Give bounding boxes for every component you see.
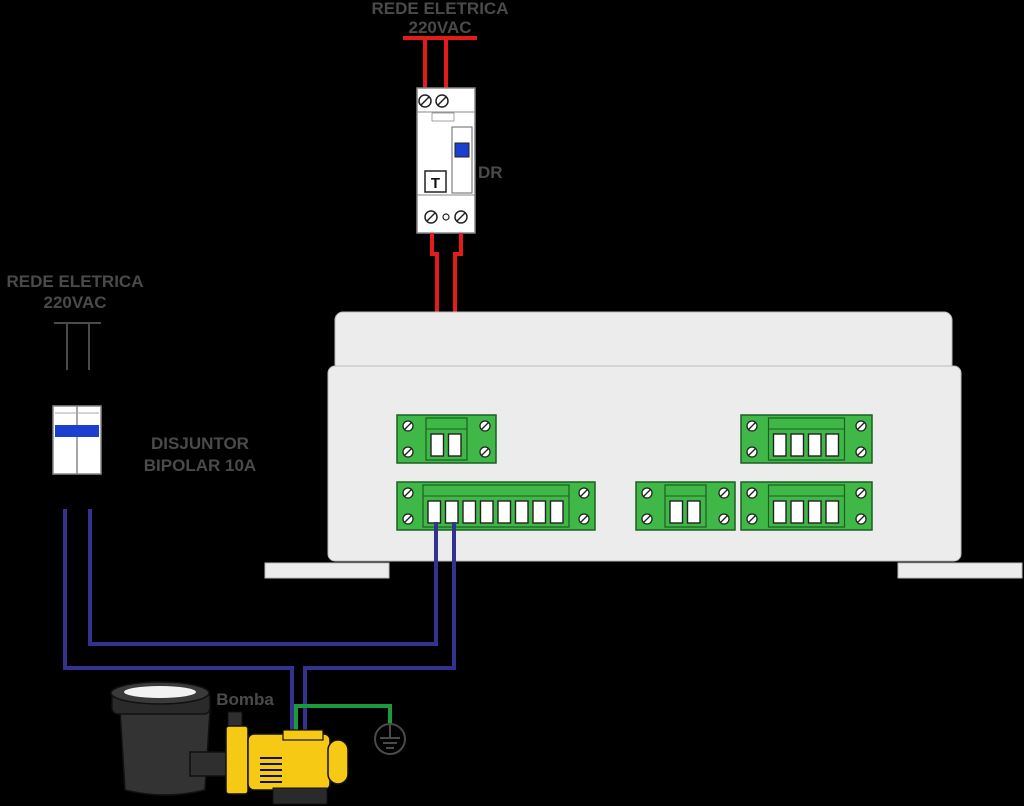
dr-label: DR bbox=[478, 163, 503, 182]
terminal-pin-socket bbox=[790, 500, 805, 524]
terminal-block-top-right bbox=[740, 414, 873, 464]
terminal-pin-socket bbox=[807, 500, 822, 524]
terminal-pin-socket bbox=[497, 500, 512, 524]
terminal-screw-icon bbox=[479, 446, 491, 458]
terminal-pin-socket bbox=[430, 433, 445, 457]
terminal-block-middle bbox=[635, 481, 736, 531]
terminal-screw-icon bbox=[402, 487, 414, 499]
terminal-block-outputs bbox=[396, 481, 596, 531]
terminal-screw-icon bbox=[718, 487, 730, 499]
mounting-foot-left bbox=[264, 562, 390, 579]
terminal-pin-socket bbox=[669, 500, 684, 524]
ground-wire bbox=[294, 704, 392, 735]
terminal-pin-socket bbox=[532, 500, 547, 524]
terminal-pin-socket bbox=[479, 500, 494, 524]
terminal-pin-socket bbox=[825, 433, 840, 457]
terminal-screw-icon bbox=[855, 446, 867, 458]
breaker-label-line2: BIPOLAR 10A bbox=[144, 456, 256, 475]
terminal-screw-icon bbox=[402, 446, 414, 458]
terminal-pin-socket bbox=[462, 500, 477, 524]
bipolar-breaker bbox=[52, 405, 102, 475]
terminal-screw-icon bbox=[746, 446, 758, 458]
terminal-screw-icon bbox=[479, 420, 491, 432]
terminal-screw-icon bbox=[855, 487, 867, 499]
terminal-pin-socket bbox=[807, 433, 822, 457]
terminal-pin-socket bbox=[772, 500, 787, 524]
terminal-screw-icon bbox=[746, 487, 758, 499]
terminal-block-bottom-right bbox=[740, 481, 873, 531]
controller-enclosure bbox=[264, 311, 1023, 579]
terminal-screw-icon bbox=[746, 513, 758, 525]
terminal-pin-socket bbox=[790, 433, 805, 457]
terminal-screw-icon bbox=[855, 420, 867, 432]
left-mains-connector-symbol bbox=[54, 322, 101, 370]
terminal-pin-socket bbox=[686, 500, 701, 524]
terminal-screw-icon bbox=[402, 420, 414, 432]
blue-wires bbox=[63, 509, 456, 735]
terminal-block-power-input bbox=[396, 414, 497, 464]
dr-test-button bbox=[424, 170, 447, 193]
terminal-pin-socket bbox=[514, 500, 529, 524]
terminal-pin-socket bbox=[447, 433, 462, 457]
red-wires-mains-to-dr bbox=[423, 38, 448, 92]
dr-device: T bbox=[416, 87, 476, 234]
terminal-pin-socket bbox=[444, 500, 459, 524]
top-mains-label-line1: REDE ELETRICA bbox=[372, 0, 509, 18]
terminal-screw-icon bbox=[578, 487, 590, 499]
terminal-screw-icon bbox=[718, 513, 730, 525]
terminal-screw-icon bbox=[641, 487, 653, 499]
terminal-screw-icon bbox=[746, 420, 758, 432]
dr-lever bbox=[454, 142, 470, 158]
terminal-screw-icon bbox=[578, 513, 590, 525]
terminal-screw-icon bbox=[641, 513, 653, 525]
breaker-lever bbox=[55, 425, 99, 437]
breaker-label-line1: DISJUNTOR bbox=[151, 434, 249, 453]
dr-test-button-label: T bbox=[431, 175, 440, 192]
terminal-pin-socket bbox=[549, 500, 564, 524]
ground-symbol-icon bbox=[374, 723, 406, 755]
terminal-pin-socket bbox=[772, 433, 787, 457]
top-mains-label-line2: 220VAC bbox=[409, 18, 472, 37]
pump-icon bbox=[110, 681, 349, 805]
left-mains-label-line1: REDE ELETRICA bbox=[7, 272, 144, 291]
mounting-foot-right bbox=[897, 562, 1023, 579]
terminal-screw-icon bbox=[855, 513, 867, 525]
terminal-screw-icon bbox=[402, 513, 414, 525]
left-mains-label-line2: 220VAC bbox=[44, 293, 107, 312]
terminal-pin-socket bbox=[825, 500, 840, 524]
terminal-blocks bbox=[396, 414, 873, 531]
pump-label: Bomba bbox=[216, 690, 274, 709]
terminal-pin-socket bbox=[427, 500, 442, 524]
